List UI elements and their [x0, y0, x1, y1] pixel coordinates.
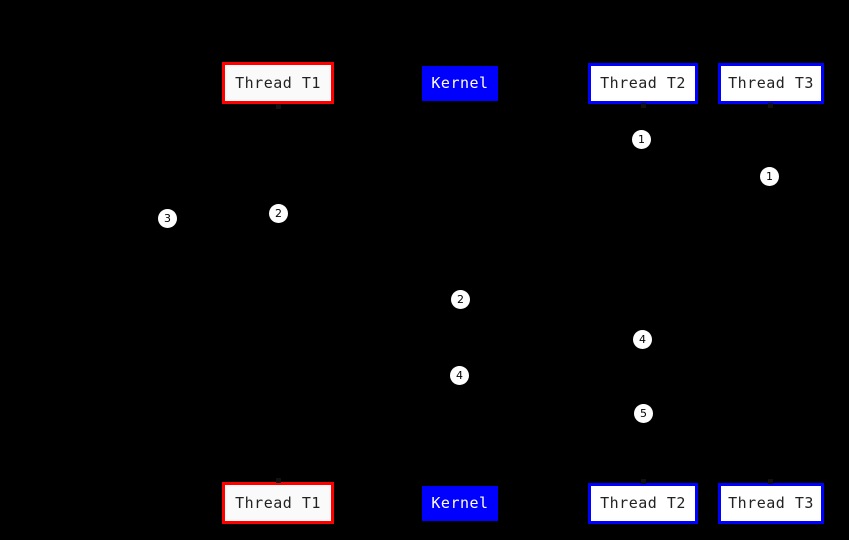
message-arrow-4 — [460, 299, 643, 300]
lifeline-stub-t3-top — [768, 103, 773, 108]
sequence-badge-number: 5 — [640, 407, 647, 420]
participant-footer-thread-t1[interactable]: Thread T1 — [222, 482, 334, 524]
lifeline-stub-t1-top — [276, 104, 281, 109]
participant-label-thread-t2-top: Thread T2 — [600, 74, 686, 92]
activation-t1 — [273, 204, 283, 374]
participant-label-thread-t3-top: Thread T3 — [728, 74, 814, 92]
participant-header-thread-t1[interactable]: Thread T1 — [222, 62, 334, 104]
message-arrow-7 — [460, 413, 643, 414]
participant-header-thread-t2[interactable]: Thread T2 — [588, 63, 698, 104]
lifeline-stub-t1-bottom — [276, 478, 281, 483]
message-arrow-1 — [643, 139, 770, 140]
participant-footer-thread-t3[interactable]: Thread T3 — [718, 483, 824, 524]
sequence-badge: 2 — [269, 204, 288, 223]
participant-label-thread-t3-bottom: Thread T3 — [728, 494, 814, 512]
participant-header-thread-t3[interactable]: Thread T3 — [718, 63, 824, 104]
message-arrow-6 — [460, 375, 643, 376]
lifeline-stub-t3-bottom — [768, 479, 773, 484]
participant-header-kernel[interactable]: Kernel — [422, 66, 498, 101]
sequence-badge-number: 3 — [164, 212, 171, 225]
sequence-badge-number: 1 — [638, 133, 645, 146]
activation-t2 — [638, 130, 648, 420]
participant-label-kernel-bottom: Kernel — [431, 494, 489, 512]
sequence-badge: 1 — [760, 167, 779, 186]
message-arrow-3 — [167, 218, 278, 219]
sequence-badge: 1 — [632, 130, 651, 149]
participant-footer-thread-t2[interactable]: Thread T2 — [588, 483, 698, 524]
message-arrow-5 — [460, 339, 643, 340]
participant-label-thread-t2-bottom: Thread T2 — [600, 494, 686, 512]
participant-label-thread-t1-bottom: Thread T1 — [235, 493, 321, 512]
participant-footer-kernel[interactable]: Kernel — [422, 486, 498, 521]
sequence-badge-number: 2 — [457, 293, 464, 306]
participant-label-kernel-top: Kernel — [431, 74, 489, 92]
sequence-badge: 4 — [633, 330, 652, 349]
lifeline-stub-t2-top — [641, 103, 646, 108]
participant-label-thread-t1-top: Thread T1 — [235, 73, 321, 92]
sequence-badge: 3 — [158, 209, 177, 228]
sequence-badge-number: 1 — [766, 170, 773, 183]
lifeline-stub-t2-bottom — [641, 479, 646, 484]
sequence-badge-number: 4 — [456, 369, 463, 382]
sequence-badge-number: 2 — [275, 207, 282, 220]
sequence-badge: 5 — [634, 404, 653, 423]
sequence-badge: 2 — [451, 290, 470, 309]
sequence-badge: 4 — [450, 366, 469, 385]
message-arrow-2 — [278, 213, 460, 214]
lifeline-t3 — [770, 104, 771, 483]
sequence-badge-number: 4 — [639, 333, 646, 346]
